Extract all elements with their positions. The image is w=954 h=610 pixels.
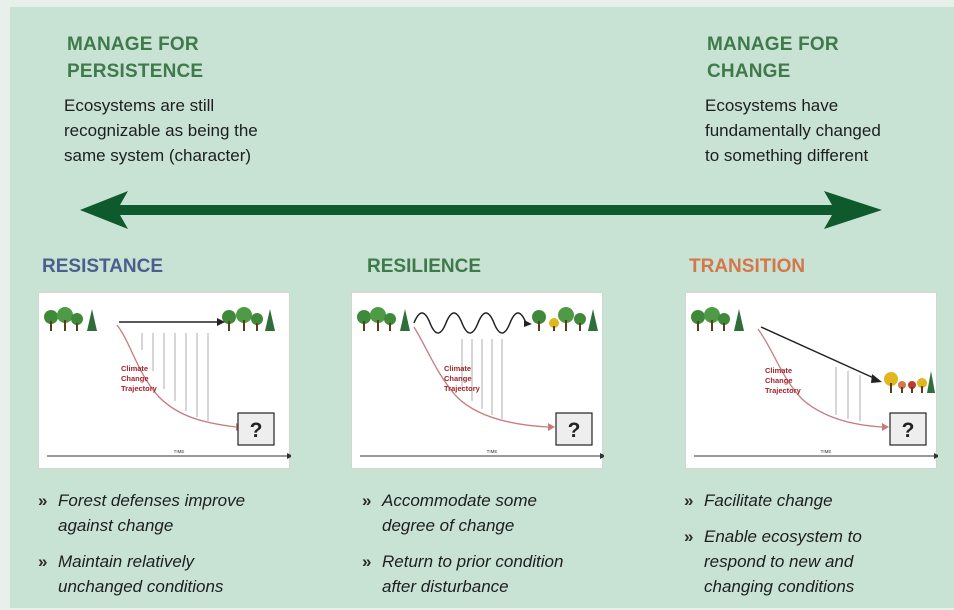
heading-line: MANAGE FOR bbox=[67, 34, 199, 55]
bullet-line: Facilitate change bbox=[704, 491, 833, 510]
strategy-transition-title: TRANSITION bbox=[689, 256, 806, 277]
resistance-bullets: » Forest defenses improve against change… bbox=[38, 488, 328, 610]
list-item: » Enable ecosystem to respond to new and… bbox=[684, 524, 949, 599]
list-item: » Maintain relatively unchanged conditio… bbox=[38, 549, 328, 599]
transition-arrow-line bbox=[760, 326, 877, 380]
changed-forest-icon bbox=[884, 371, 935, 393]
unknown-outcome-mark: ? bbox=[902, 419, 915, 442]
double-arrow-shape bbox=[80, 191, 882, 229]
bullet-line: Accommodate some bbox=[382, 491, 537, 510]
management-arrows bbox=[461, 339, 503, 419]
bullet-line: Enable ecosystem to bbox=[704, 527, 862, 546]
climate-trajectory-curve bbox=[757, 328, 883, 428]
forest-trees-icon bbox=[357, 307, 410, 331]
trajectory-label: Climate Change Trajectory bbox=[765, 366, 802, 395]
bullet-line: changing conditions bbox=[704, 577, 855, 596]
bullet-marker: » bbox=[38, 491, 48, 510]
bullet-line: against change bbox=[58, 516, 174, 535]
list-item: » Forest defenses improve against change bbox=[38, 488, 328, 538]
list-item: » Return to prior condition after distur… bbox=[362, 549, 652, 599]
trajectory-label: Climate Change Trajectory bbox=[444, 364, 481, 393]
time-axis-label: TIME bbox=[821, 449, 832, 454]
resistance-diagram-card: Climate Change Trajectory ? TIME bbox=[38, 292, 291, 469]
unknown-outcome-mark: ? bbox=[250, 419, 263, 442]
transition-bullets: » Facilitate change » Enable ecosystem t… bbox=[684, 488, 949, 610]
bullet-marker: » bbox=[38, 552, 48, 571]
description-line: fundamentally changed bbox=[705, 121, 881, 140]
management-arrows bbox=[835, 367, 861, 421]
forest-trees-icon bbox=[44, 307, 97, 331]
time-axis-label: TIME bbox=[174, 449, 185, 454]
persistence-change-double-arrow bbox=[80, 191, 882, 229]
description-line: same system (character) bbox=[64, 146, 252, 165]
unknown-outcome-box bbox=[889, 412, 927, 446]
bullet-line: after disturbance bbox=[382, 577, 509, 596]
bullet-marker: » bbox=[684, 491, 694, 510]
bullet-marker: » bbox=[362, 552, 372, 571]
forest-trees-icon bbox=[691, 307, 744, 331]
resilience-bullets: » Accommodate some degree of change » Re… bbox=[362, 488, 652, 610]
strategy-resilience-title: RESILIENCE bbox=[367, 256, 482, 277]
climate-trajectory-curve bbox=[116, 324, 237, 428]
heading-line: PERSISTENCE bbox=[67, 61, 204, 82]
climate-trajectory-curve bbox=[413, 326, 549, 428]
bullet-line: Maintain relatively bbox=[58, 552, 195, 571]
bullet-line: Forest defenses improve bbox=[58, 491, 246, 510]
transition-diagram-card: Climate Change Trajectory ? TIME bbox=[685, 292, 938, 469]
list-item: » Accommodate some degree of change bbox=[362, 488, 652, 538]
manage-for-change-heading: MANAGE FOR CHANGE bbox=[707, 31, 839, 85]
bullet-line: unchanged conditions bbox=[58, 577, 224, 596]
strategy-resistance-title: RESISTANCE bbox=[42, 256, 164, 277]
time-axis-label: TIME bbox=[487, 449, 498, 454]
forest-trees-icon bbox=[532, 307, 598, 331]
unknown-outcome-box bbox=[237, 412, 275, 446]
bullet-marker: » bbox=[362, 491, 372, 510]
description-line: recognizable as being the bbox=[64, 121, 258, 140]
resilience-diagram: Climate Change Trajectory ? TIME bbox=[357, 307, 604, 459]
description-line: Ecosystems have bbox=[705, 96, 839, 115]
trajectory-label: Climate Change Trajectory bbox=[121, 364, 158, 393]
forest-trees-icon bbox=[222, 307, 275, 331]
bullet-line: respond to new and bbox=[704, 552, 854, 571]
manage-for-persistence-heading: MANAGE FOR PERSISTENCE bbox=[67, 31, 203, 85]
sustain-arrowhead bbox=[217, 318, 225, 326]
resistance-diagram: Climate Change Trajectory ? TIME bbox=[44, 307, 291, 459]
description-line: Ecosystems are still bbox=[64, 96, 215, 115]
list-item: » Facilitate change bbox=[684, 488, 949, 513]
heading-line: MANAGE FOR bbox=[707, 34, 839, 55]
change-description: Ecosystems have fundamentally changed to… bbox=[705, 93, 881, 168]
management-arrows bbox=[141, 333, 209, 421]
heading-line: CHANGE bbox=[707, 61, 791, 82]
unknown-outcome-mark: ? bbox=[568, 419, 581, 442]
description-line: to something different bbox=[705, 146, 869, 165]
unknown-outcome-box bbox=[555, 412, 593, 446]
bullet-line: degree of change bbox=[382, 516, 515, 535]
persistence-description: Ecosystems are still recognizable as bei… bbox=[64, 93, 258, 168]
oscillation-wave bbox=[413, 312, 527, 334]
bullet-line: Return to prior condition bbox=[382, 552, 564, 571]
bullet-marker: » bbox=[684, 527, 694, 546]
transition-diagram: Climate Change Trajectory ? TIME bbox=[691, 307, 938, 459]
resilience-diagram-card: Climate Change Trajectory ? TIME bbox=[351, 292, 604, 469]
